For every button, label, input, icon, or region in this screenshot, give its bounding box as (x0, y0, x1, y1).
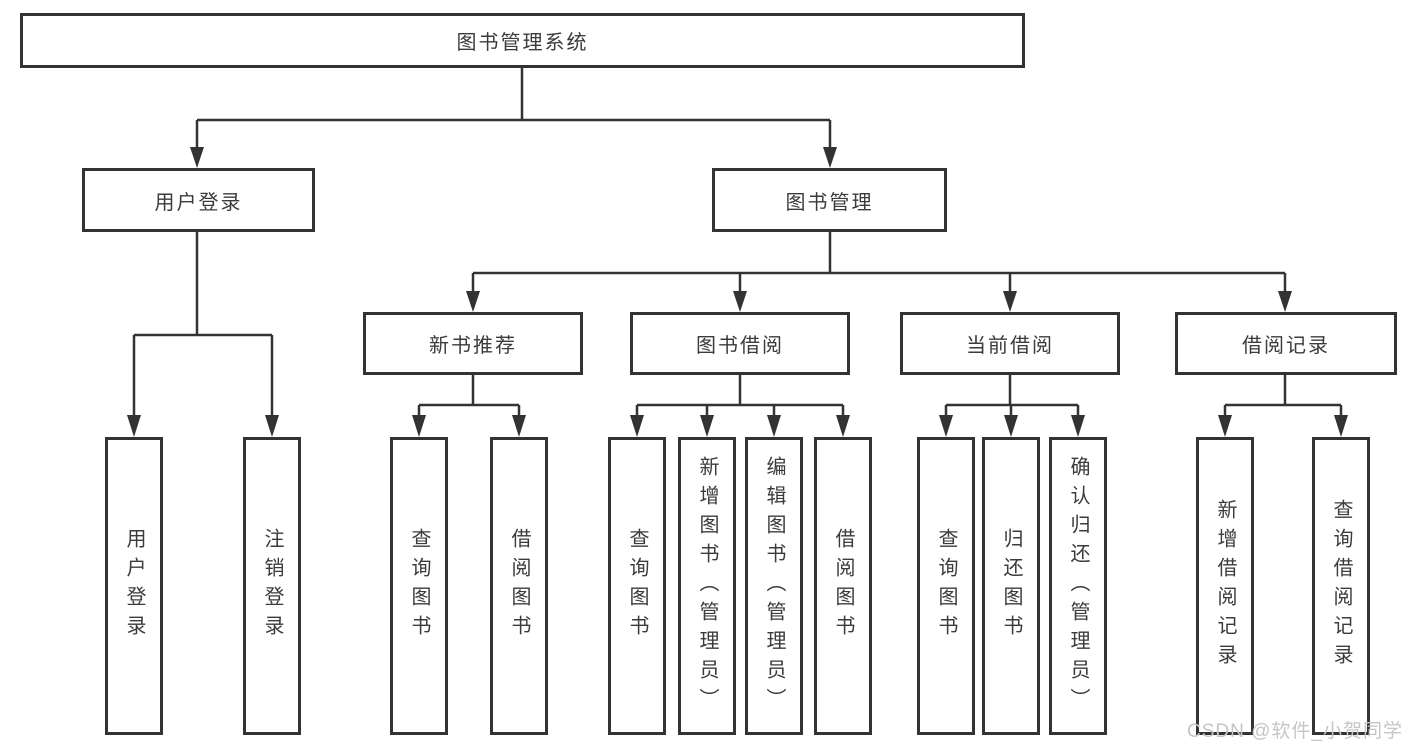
connector-user-login (127, 232, 279, 437)
connector-new-book (412, 375, 526, 437)
leaf-confirm-return-admin: 确认归还（管理员） (1049, 437, 1107, 735)
node-user-login: 用户登录 (82, 168, 315, 232)
leaf-user-login: 用户登录 (105, 437, 163, 735)
leaf-borrow-books: 借阅图书 (814, 437, 872, 735)
leaf-return-books: 归还图书 (982, 437, 1040, 735)
leaf-borrow-books-recommend: 借阅图书 (490, 437, 548, 735)
csdn-watermark: CSDN @软件_小贺同学 (1187, 721, 1403, 742)
connector-book-management (466, 232, 1292, 312)
leaf-query-books-borrow: 查询图书 (608, 437, 666, 735)
leaf-query-books-current: 查询图书 (917, 437, 975, 735)
node-new-book-recommend: 新书推荐 (363, 312, 583, 375)
leaf-add-books-admin: 新增图书（管理员） (678, 437, 736, 735)
leaf-logout: 注销登录 (243, 437, 301, 735)
node-current-borrow: 当前借阅 (900, 312, 1120, 375)
node-book-borrow: 图书借阅 (630, 312, 850, 375)
leaf-query-books-recommend: 查询图书 (390, 437, 448, 735)
leaf-add-borrow-record: 新增借阅记录 (1196, 437, 1254, 735)
connector-book-borrow (630, 375, 850, 437)
node-system-root: 图书管理系统 (20, 13, 1025, 68)
leaf-edit-books-admin: 编辑图书（管理员） (745, 437, 803, 735)
connector-root (190, 68, 837, 168)
connector-borrow-record (1218, 375, 1348, 437)
connector-current-borrow (939, 375, 1085, 437)
leaf-query-borrow-record: 查询借阅记录 (1312, 437, 1370, 735)
node-borrow-record: 借阅记录 (1175, 312, 1397, 375)
node-book-management: 图书管理 (712, 168, 947, 232)
